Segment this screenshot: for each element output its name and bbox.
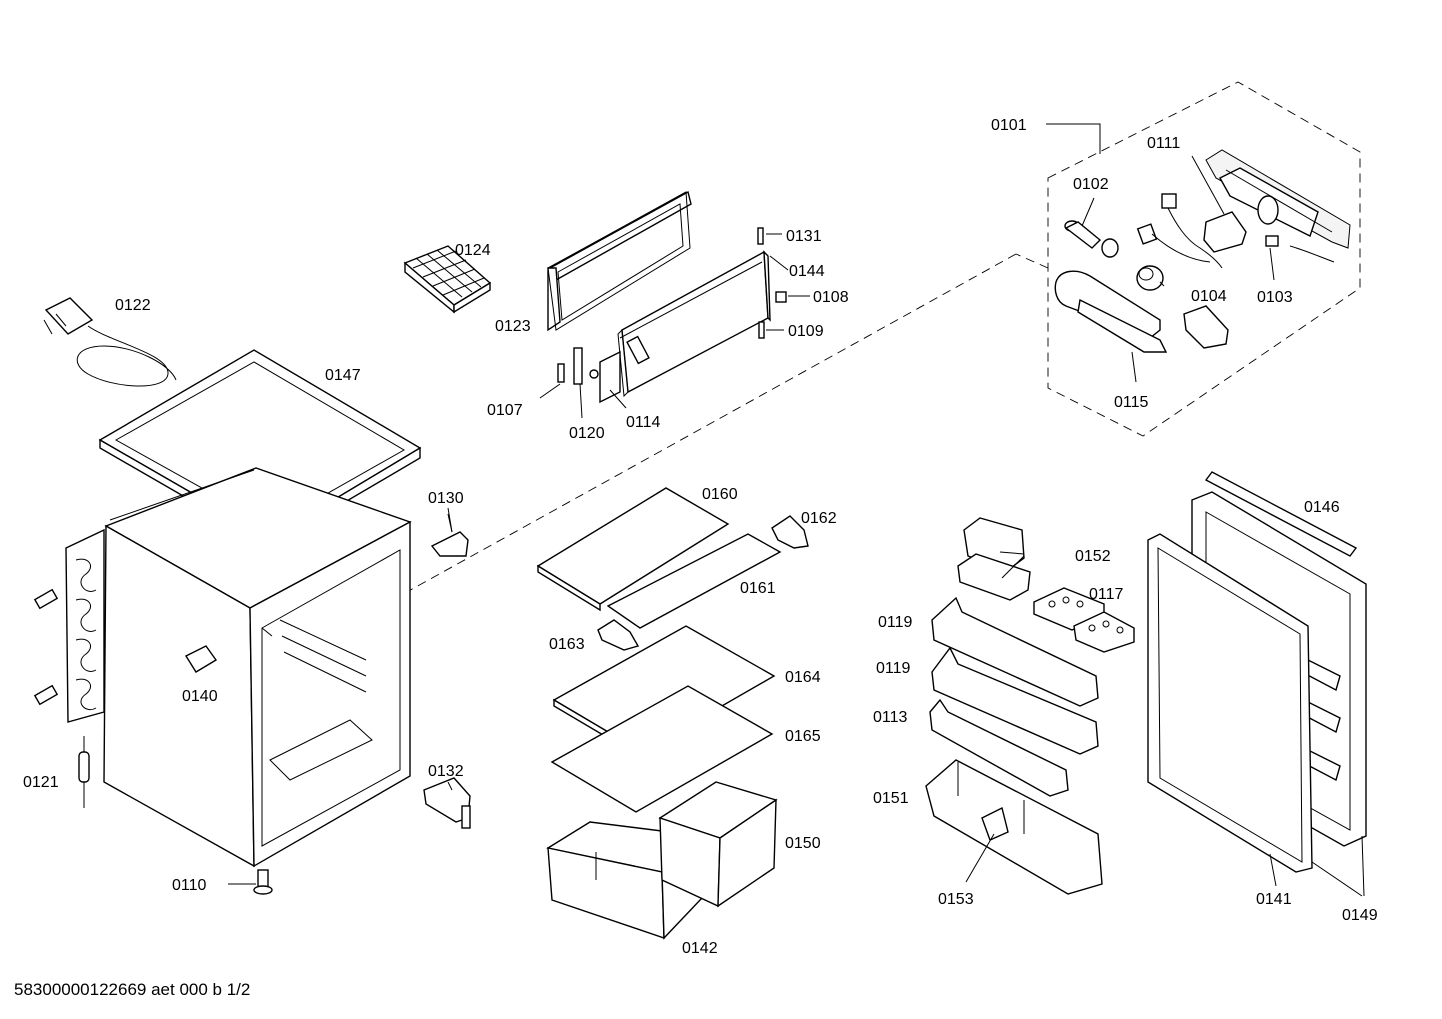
crisper-drawer-small bbox=[658, 781, 778, 908]
label-0162: 0162 bbox=[801, 510, 837, 527]
label-0146: 0146 bbox=[1304, 499, 1340, 516]
lamp-bulb bbox=[1064, 220, 1119, 258]
shelf-extension bbox=[606, 533, 782, 629]
ice-tray bbox=[403, 245, 492, 314]
label-0101: 0101 bbox=[991, 117, 1027, 134]
label-0104: 0104 bbox=[1191, 288, 1227, 305]
label-0115: 0115 bbox=[1114, 394, 1149, 411]
crisper-cover bbox=[550, 685, 774, 813]
thermostat-housing bbox=[1205, 149, 1351, 249]
thermostat-knob bbox=[1136, 265, 1164, 291]
label-0123: 0123 bbox=[495, 318, 531, 335]
label-0144: 0144 bbox=[789, 263, 825, 280]
label-0122: 0122 bbox=[115, 297, 151, 314]
label-0120: 0120 bbox=[569, 425, 605, 442]
label-0109: 0109 bbox=[788, 323, 824, 340]
label-0132: 0132 bbox=[428, 763, 464, 780]
label-0130: 0130 bbox=[428, 490, 464, 507]
drier-filter bbox=[78, 736, 90, 808]
shelf-bracket-left bbox=[597, 619, 640, 651]
label-0142: 0142 bbox=[682, 940, 718, 957]
label-0147: 0147 bbox=[325, 367, 361, 384]
thermostat-assembly-group bbox=[359, 81, 1361, 619]
glass-shelf-upper bbox=[536, 487, 730, 612]
label-0149: 0149 bbox=[1342, 907, 1378, 924]
label-0121: 0121 bbox=[23, 774, 59, 791]
door-rack-upper bbox=[931, 596, 1099, 707]
document-reference: 58300000122669 aet 000 b 1/2 bbox=[14, 980, 251, 999]
label-0131: 0131 bbox=[786, 228, 822, 245]
label-0111: 0111 bbox=[1147, 135, 1180, 152]
label-0152: 0152 bbox=[1075, 548, 1111, 565]
label-0119-upper: 0119 bbox=[878, 614, 913, 631]
freezer-door-hardware bbox=[557, 227, 787, 404]
label-0140: 0140 bbox=[182, 688, 218, 705]
condenser-coil bbox=[33, 528, 105, 723]
light-cover bbox=[1054, 270, 1229, 353]
label-0163: 0163 bbox=[549, 636, 585, 653]
label-0113: 0113 bbox=[873, 709, 908, 726]
door-gasket bbox=[1147, 533, 1313, 873]
label-0150: 0150 bbox=[785, 835, 821, 852]
label-0108: 0108 bbox=[813, 289, 849, 306]
label-0141: 0141 bbox=[1256, 891, 1292, 908]
door-rack-middle bbox=[931, 646, 1099, 755]
butter-compartment bbox=[957, 517, 1031, 601]
label-0165: 0165 bbox=[785, 728, 821, 745]
leader-lines bbox=[447, 123, 1365, 897]
label-0114: 0114 bbox=[626, 414, 661, 431]
adjustable-foot bbox=[228, 869, 273, 895]
label-0117: 0117 bbox=[1089, 586, 1124, 603]
label-0107: 0107 bbox=[487, 402, 523, 419]
label-0124: 0124 bbox=[455, 242, 491, 259]
label-0103: 0103 bbox=[1257, 289, 1293, 306]
lower-hinge bbox=[423, 777, 471, 829]
door-trim-strip bbox=[1204, 471, 1358, 557]
part-number-labels: 0101 0111 0102 0104 0103 0115 0124 0131 … bbox=[23, 117, 1378, 957]
thermostat-wiring bbox=[1136, 193, 1335, 269]
label-0102: 0102 bbox=[1073, 176, 1109, 193]
egg-trays bbox=[1033, 587, 1135, 653]
label-0153: 0153 bbox=[938, 891, 974, 908]
shelf-bracket-right bbox=[771, 515, 809, 549]
label-0160: 0160 bbox=[702, 486, 738, 503]
power-cord bbox=[43, 297, 177, 387]
label-0119-lower: 0119 bbox=[876, 660, 911, 677]
cabinet-body bbox=[103, 467, 412, 868]
bottle-rack bbox=[925, 759, 1103, 895]
label-0151: 0151 bbox=[873, 790, 909, 807]
label-0161: 0161 bbox=[740, 580, 776, 597]
label-0164: 0164 bbox=[785, 669, 821, 686]
freezer-compartment-door bbox=[617, 250, 771, 398]
label-0110: 0110 bbox=[172, 877, 207, 894]
door-rack-lower bbox=[929, 698, 1069, 797]
freezer-door-gasket bbox=[547, 190, 692, 332]
